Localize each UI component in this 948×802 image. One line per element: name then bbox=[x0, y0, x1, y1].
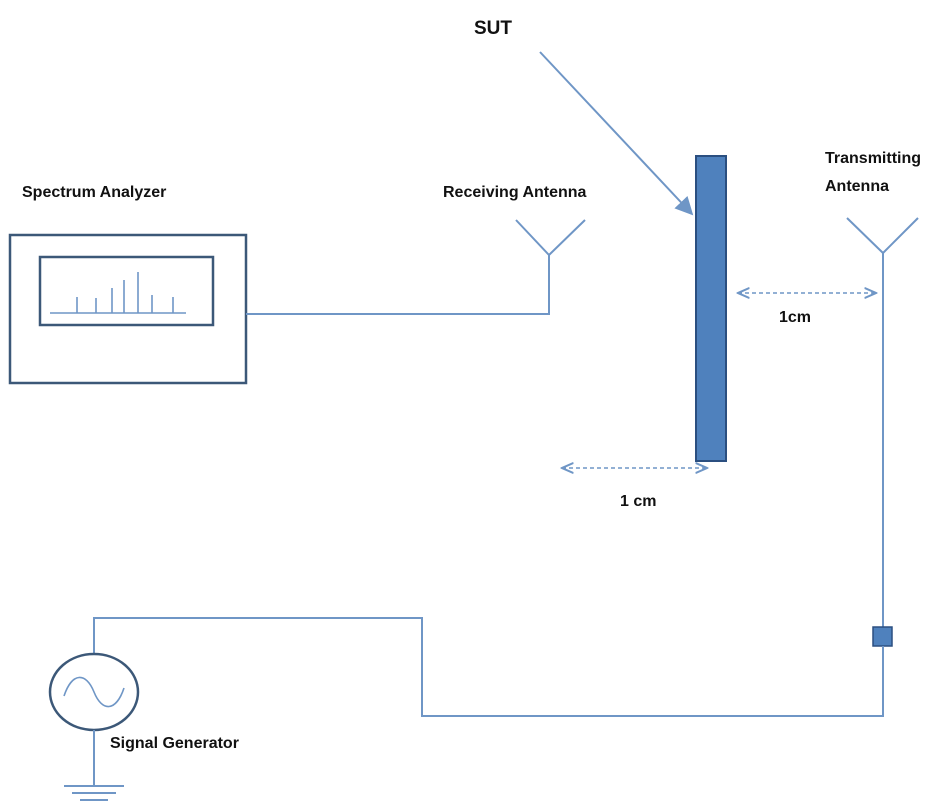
spectrum-analyzer-label: Spectrum Analyzer bbox=[22, 184, 166, 201]
signal-generator-label: Signal Generator bbox=[110, 735, 239, 752]
receive-cable bbox=[246, 255, 550, 315]
transmit-cable-lower bbox=[93, 617, 884, 717]
receiving-antenna-label: Receiving Antenna bbox=[443, 184, 587, 201]
sut-label: SUT bbox=[474, 18, 512, 39]
signal-generator-icon bbox=[48, 652, 140, 732]
spectrum-analyzer-screen bbox=[38, 255, 215, 327]
transmitting-antenna-icon bbox=[846, 217, 919, 312]
distance-label-bottom: 1 cm bbox=[620, 493, 656, 510]
transmitting-antenna-label-line1: Transmitting bbox=[825, 150, 921, 167]
sut-pointer-arrow bbox=[539, 51, 694, 216]
ground-icon bbox=[64, 785, 124, 801]
spectrum-analyzer bbox=[8, 233, 248, 385]
transmitting-antenna-label-line2: Antenna bbox=[825, 178, 889, 195]
cable-connector bbox=[872, 626, 893, 647]
spectrum-display-icon bbox=[50, 272, 186, 314]
sut-panel bbox=[695, 155, 727, 462]
distance-label-right: 1cm bbox=[779, 309, 811, 326]
receiving-antenna-icon bbox=[515, 219, 586, 256]
